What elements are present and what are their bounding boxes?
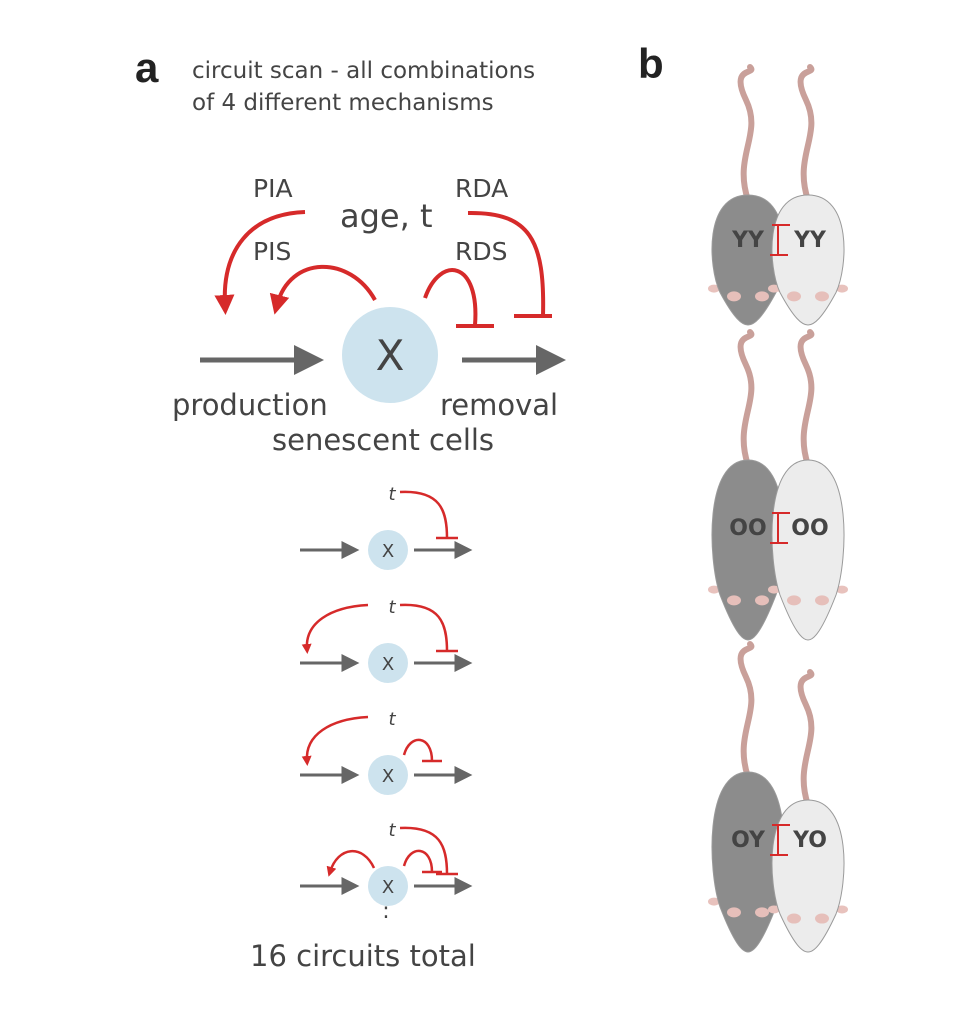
rds-inhibition bbox=[402, 738, 434, 762]
rda-inhibition bbox=[399, 826, 449, 875]
node-x bbox=[368, 643, 408, 683]
mouse-left-label: OY bbox=[731, 828, 766, 853]
rda-inhibition bbox=[467, 210, 546, 317]
ear bbox=[787, 291, 801, 302]
body bbox=[771, 194, 845, 326]
paw bbox=[768, 585, 780, 594]
body bbox=[771, 459, 845, 641]
mouse-pair: YY YY bbox=[708, 64, 848, 326]
node-x bbox=[368, 530, 408, 570]
label-pis: PIS bbox=[253, 237, 291, 266]
pia-arrow bbox=[214, 210, 306, 315]
small-circuit-t: t bbox=[388, 709, 396, 730]
pia-arrow bbox=[301, 715, 369, 766]
panel-a-title-line1: circuit scan - all combinations bbox=[192, 58, 535, 84]
mouse-left bbox=[708, 64, 788, 326]
body bbox=[771, 799, 845, 953]
node-x-label: X bbox=[382, 766, 394, 787]
small-circuit-t: t bbox=[388, 597, 396, 618]
small-circuit: tX bbox=[300, 597, 473, 683]
tail bbox=[737, 64, 755, 203]
rds-inhibition bbox=[423, 268, 478, 326]
mouse-right bbox=[768, 64, 848, 326]
tail bbox=[797, 329, 815, 468]
small-circuit-t: t bbox=[388, 484, 396, 505]
panel-b: b YY YY OO OO OY YO bbox=[638, 40, 848, 953]
node-x bbox=[368, 866, 408, 906]
label-age: age, t bbox=[340, 197, 433, 235]
label-senescent-cells: senescent cells bbox=[272, 423, 494, 457]
label-rds: RDS bbox=[455, 237, 508, 266]
label-rda: RDA bbox=[455, 174, 508, 203]
mouse-right-label: YO bbox=[792, 828, 827, 853]
footer-16-circuits: 16 circuits total bbox=[250, 939, 476, 973]
ear bbox=[787, 595, 801, 606]
label-production: production bbox=[172, 388, 328, 422]
label-removal: removal bbox=[440, 388, 558, 422]
small-circuit: tX bbox=[300, 484, 473, 570]
node-x-label: X bbox=[382, 877, 394, 898]
paw bbox=[768, 905, 780, 914]
small-circuit-t: t bbox=[388, 820, 396, 841]
pis-arrow bbox=[269, 264, 377, 315]
mouse-left-label: YY bbox=[731, 228, 765, 253]
ear bbox=[755, 291, 769, 302]
mouse-pair: OO OO bbox=[708, 329, 848, 641]
parabiosis-pairs: YY YY OO OO OY YO bbox=[708, 64, 848, 953]
ear bbox=[727, 595, 741, 606]
circulation-arrow bbox=[770, 512, 790, 544]
node-x bbox=[368, 755, 408, 795]
ear bbox=[755, 907, 769, 918]
node-x-label: X bbox=[376, 331, 405, 380]
circulation-arrow bbox=[770, 824, 790, 856]
ellipsis: : bbox=[382, 899, 389, 924]
mouse-right bbox=[768, 329, 848, 641]
circulation-arrow bbox=[770, 224, 790, 256]
tail bbox=[797, 669, 815, 808]
paw bbox=[836, 284, 848, 293]
ear bbox=[815, 291, 829, 302]
panel-a-title-line2: of 4 different mechanisms bbox=[192, 90, 494, 116]
tail bbox=[737, 641, 755, 780]
mouse-right-label: YY bbox=[793, 228, 827, 253]
panel-a: a circuit scan - all combinations of 4 d… bbox=[135, 44, 566, 973]
ear bbox=[727, 907, 741, 918]
node-x bbox=[342, 307, 438, 403]
panel-label-b: b bbox=[638, 40, 664, 87]
paw bbox=[836, 585, 848, 594]
ear bbox=[727, 291, 741, 302]
ear bbox=[815, 595, 829, 606]
node-x-label: X bbox=[382, 654, 394, 675]
mouse-left-label: OO bbox=[729, 516, 766, 541]
panel-label-a: a bbox=[135, 44, 159, 91]
main-circuit: PIA RDA age, t PIS RDS X production remo… bbox=[172, 174, 566, 457]
small-circuit: tX bbox=[300, 709, 473, 795]
paw bbox=[836, 905, 848, 914]
node-x-label: X bbox=[382, 541, 394, 562]
tail bbox=[797, 64, 815, 203]
small-circuit: tX bbox=[300, 820, 473, 906]
rda-inhibition bbox=[399, 603, 449, 652]
ear bbox=[755, 595, 769, 606]
label-pia: PIA bbox=[253, 174, 293, 203]
pia-arrow bbox=[301, 603, 369, 654]
mouse-pair: OY YO bbox=[708, 641, 848, 953]
mouse-right-label: OO bbox=[791, 516, 828, 541]
paw bbox=[708, 284, 720, 293]
pis-arrow bbox=[326, 849, 376, 877]
rds-inhibition bbox=[402, 849, 434, 873]
tail bbox=[737, 329, 755, 468]
ear bbox=[815, 913, 829, 924]
ear bbox=[787, 913, 801, 924]
paw bbox=[708, 897, 720, 906]
paw bbox=[768, 284, 780, 293]
paw bbox=[708, 585, 720, 594]
mouse-left bbox=[708, 329, 788, 641]
rda-inhibition bbox=[399, 490, 449, 539]
